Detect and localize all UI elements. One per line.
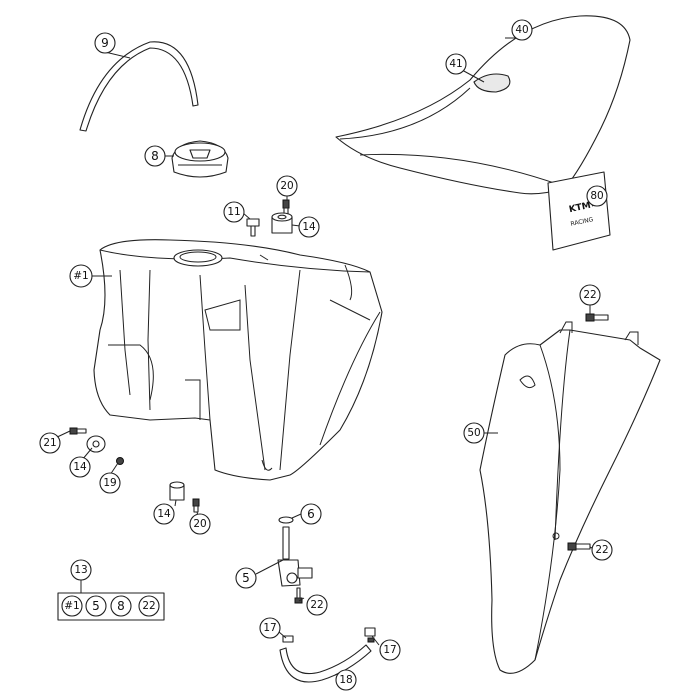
rubber-bushing-14c-part xyxy=(169,481,185,501)
callout-41-label: 41 xyxy=(449,58,462,70)
callout-9-label: 9 xyxy=(101,36,109,50)
callout-11-label: 11 xyxy=(227,206,240,218)
callout-22c-label: 22 xyxy=(595,544,608,556)
callout-22b: 22 xyxy=(306,594,328,616)
callout-11: 11 xyxy=(223,201,245,223)
callout-14b-label: 14 xyxy=(73,461,87,473)
callout-18: 18 xyxy=(335,669,357,691)
screw-20a-part xyxy=(282,199,290,215)
callout-1-label: #1 xyxy=(73,270,88,282)
seat-decal-part: KTM RACING xyxy=(547,171,611,251)
callout-50-label: 50 xyxy=(467,427,480,439)
bolt-11-part xyxy=(246,218,260,237)
callout-20a-label: 20 xyxy=(280,180,293,192)
fuel-tap-part xyxy=(277,516,313,587)
callout-13: 13 xyxy=(70,559,92,581)
callout-20b-label: 20 xyxy=(193,518,206,530)
screw-22c-part xyxy=(567,542,591,551)
callout-14c: 14 xyxy=(153,503,175,525)
nut-19-part xyxy=(116,457,124,465)
callout-17a-label: 17 xyxy=(263,622,276,634)
kit-13-item-1: #1 xyxy=(64,600,79,612)
decal-brand-text: KTM xyxy=(568,201,592,215)
decal-sub-text: RACING xyxy=(570,216,594,228)
screw-20b-part xyxy=(192,498,200,513)
seat-part xyxy=(335,15,631,195)
callout-22c: 22 xyxy=(591,539,613,561)
callout-21: 21 xyxy=(39,432,61,454)
screw-22b-part xyxy=(294,587,303,604)
breather-hose-part xyxy=(79,41,199,132)
callout-8: 8 xyxy=(144,145,166,167)
callout-20a: 20 xyxy=(276,175,298,197)
fuel-tank-part xyxy=(93,239,383,481)
callout-14a-label: 14 xyxy=(302,221,316,233)
fuel-hose-part xyxy=(279,644,372,683)
screw-21-part xyxy=(69,427,87,435)
hose-clamp-17b-part xyxy=(364,627,376,643)
callout-1: #1 xyxy=(69,264,93,288)
callout-8-label: 8 xyxy=(151,149,159,163)
callout-40-label: 40 xyxy=(515,24,528,36)
radiator-spoiler-part xyxy=(479,321,661,674)
callout-22a: 22 xyxy=(579,284,601,306)
callout-17b-label: 17 xyxy=(383,644,396,656)
hose-clamp-17a-part xyxy=(282,635,294,643)
leader-lines xyxy=(52,37,607,676)
rubber-bushing-14a-part xyxy=(271,212,293,234)
callout-9: 9 xyxy=(94,32,116,54)
callout-14b: 14 xyxy=(69,456,91,478)
callout-80: 80 xyxy=(586,185,608,207)
callout-6-label: 6 xyxy=(307,507,315,521)
kit-13-item-3: 8 xyxy=(117,599,125,613)
callout-19-label: 19 xyxy=(103,477,116,489)
callout-21-label: 21 xyxy=(43,437,56,449)
callout-17b: 17 xyxy=(379,639,401,661)
callout-40: 40 xyxy=(511,19,533,41)
callout-20b: 20 xyxy=(189,513,211,535)
callout-18-label: 18 xyxy=(339,674,352,686)
rubber-bushing-14b-part xyxy=(86,435,106,453)
callout-41: 41 xyxy=(445,53,467,75)
screw-22a-part xyxy=(585,313,609,322)
callout-5-label: 5 xyxy=(242,571,250,585)
fuel-cap-part xyxy=(171,140,229,178)
callout-50: 50 xyxy=(463,422,485,444)
callout-6: 6 xyxy=(300,503,322,525)
callout-14c-label: 14 xyxy=(157,508,171,520)
callout-13-label: 13 xyxy=(74,564,87,576)
kit-13-box: #1 5 8 22 xyxy=(57,592,165,621)
callout-17a: 17 xyxy=(259,617,281,639)
callout-19: 19 xyxy=(99,472,121,494)
callout-22a-label: 22 xyxy=(583,289,596,301)
callout-14a: 14 xyxy=(298,216,320,238)
callout-80-label: 80 xyxy=(590,190,603,202)
callout-5: 5 xyxy=(235,567,257,589)
callout-22b-label: 22 xyxy=(310,599,323,611)
kit-13-item-4: 22 xyxy=(142,600,155,612)
kit-13-item-2: 5 xyxy=(92,599,100,613)
